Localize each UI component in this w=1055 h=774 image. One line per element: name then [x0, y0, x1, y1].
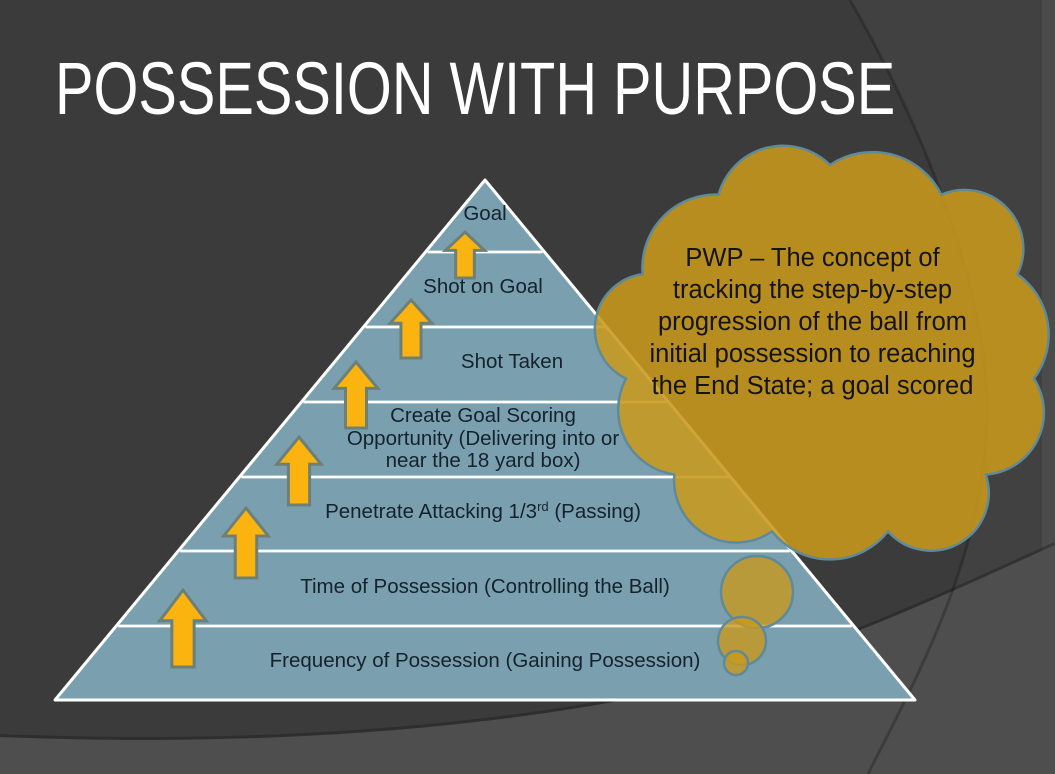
up-arrow-icon — [441, 229, 489, 280]
label-text: (Passing) — [548, 500, 641, 523]
thought-bubble-3 — [722, 649, 750, 677]
label-text: Shot Taken — [460, 350, 564, 373]
label-text: Opportunity (Delivering into or — [346, 426, 620, 450]
pyramid-level-label-shot-taken: Shot Taken — [202, 350, 822, 374]
up-arrow-icon — [386, 297, 436, 360]
thought-bubble-1 — [719, 554, 795, 630]
cloud-text: PWP – The concept of tracking the step-b… — [649, 244, 976, 400]
label-text: Penetrate Attacking 1/3 — [325, 500, 538, 523]
label-text: Frequency of Possession (Gaining Possess… — [269, 649, 701, 672]
label-text: Time of Possession (Controlling the Ball… — [300, 575, 670, 598]
label-superscript: rd — [537, 499, 549, 514]
pyramid-level-label-shot-on-goal: Shot on Goal — [173, 275, 793, 299]
up-arrow-icon — [330, 359, 382, 430]
label-text: Goal — [463, 202, 507, 225]
up-arrow-icon — [273, 434, 325, 507]
up-arrow-icon — [220, 505, 272, 580]
label-text: Create Goal Scoring — [390, 404, 576, 427]
label-text: near the 18 yard box) — [385, 449, 581, 472]
background-bottom-swoosh — [0, 545, 1055, 774]
pyramid-level-label-goal: Goal — [175, 202, 795, 226]
pyramid-level-label-time-of-possession: Time of Possession (Controlling the Ball… — [175, 575, 795, 599]
pyramid-level-label-frequency-of-possession: Frequency of Possession (Gaining Possess… — [175, 649, 795, 673]
pyramid-level-label-penetrate-attacking-third: Penetrate Attacking 1/3rd (Passing) — [173, 499, 793, 524]
thought-cloud-shape — [593, 144, 1050, 561]
label-text: Shot on Goal — [423, 275, 543, 298]
up-arrow-icon — [156, 587, 210, 669]
slide-title: POSSESSION WITH PURPOSE — [55, 47, 896, 130]
